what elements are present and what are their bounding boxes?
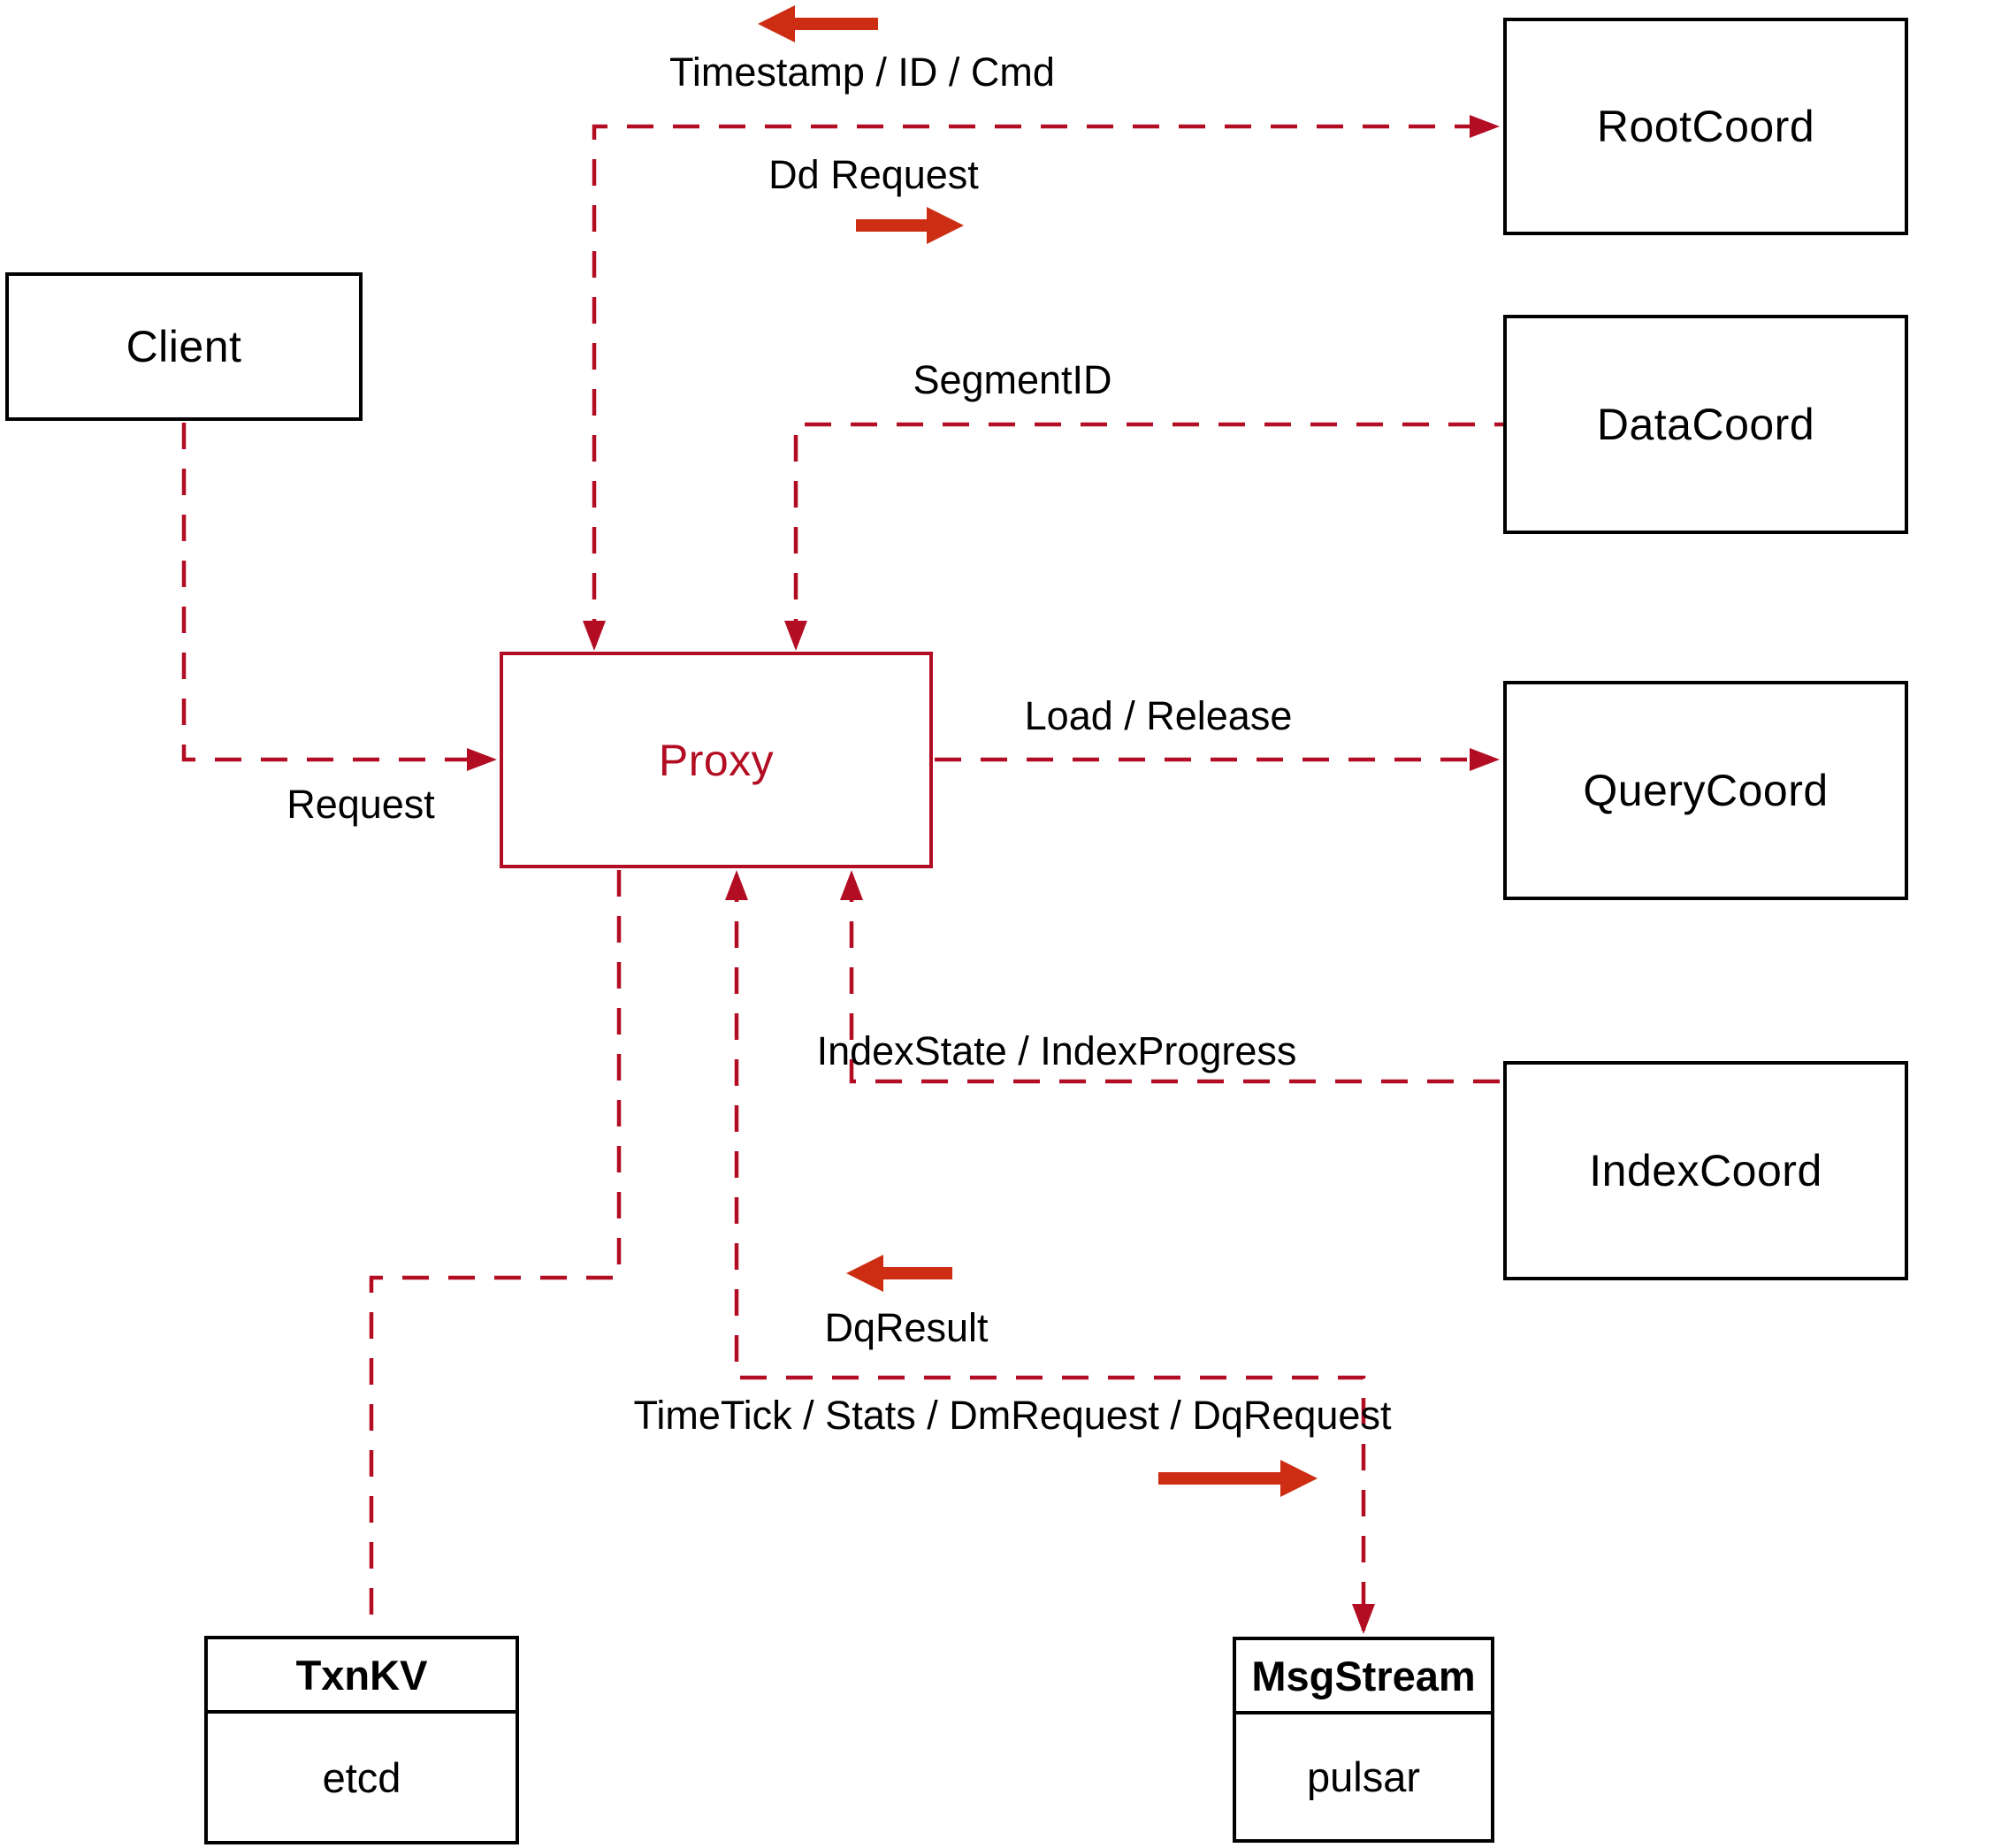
edge-label-dq-result: DqResult: [824, 1305, 989, 1350]
arrowhead-into-querycoord: [1470, 748, 1500, 771]
node-txnkv-subtitle: etcd: [322, 1753, 401, 1801]
node-msgstream-title: MsgStream: [1236, 1640, 1491, 1714]
dd-request-direction-arrow-icon: [856, 207, 964, 244]
dq-result-direction-arrow-icon: [846, 1255, 952, 1292]
edge-label-timestamp: Timestamp / ID / Cmd: [669, 50, 1055, 95]
arrowhead-into-proxy-bottom-mid: [725, 870, 748, 900]
edge-datacoord-proxy: [793, 422, 1503, 645]
edge-proxy-rootcoord: [592, 124, 1493, 645]
node-querycoord: QueryCoord: [1503, 681, 1908, 900]
node-msgstream: MsgStream pulsar: [1233, 1637, 1494, 1843]
node-querycoord-label: QueryCoord: [1583, 766, 1829, 815]
edge-label-index-state: IndexState / IndexProgress: [816, 1028, 1297, 1073]
arrowhead-into-proxy-left: [467, 748, 497, 771]
edge-proxy-txnkv: [369, 870, 622, 1634]
edge-label-dd-request: Dd Request: [768, 152, 979, 197]
edge-label-request: Request: [286, 782, 435, 827]
arrowhead-into-proxy-bottom-right: [840, 870, 863, 900]
arrowhead-into-rootcoord: [1470, 115, 1500, 138]
arrowhead-into-proxy-top-right: [784, 621, 807, 651]
node-client-label: Client: [126, 322, 242, 371]
edge-indexcoord-proxy: [849, 875, 1503, 1084]
node-msgstream-subtitle: pulsar: [1306, 1753, 1420, 1800]
node-txnkv-title: TxnKV: [208, 1639, 516, 1714]
node-proxy-label: Proxy: [658, 735, 775, 785]
node-datacoord-label: DataCoord: [1596, 400, 1815, 449]
timestamp-direction-arrow-icon: [758, 5, 878, 42]
edge-label-timetick: TimeTick / Stats / DmRequest / DqRequest: [633, 1393, 1392, 1438]
node-txnkv: TxnKV etcd: [204, 1636, 519, 1844]
node-datacoord: DataCoord: [1503, 315, 1908, 534]
node-proxy: Proxy: [500, 652, 933, 868]
timetick-direction-arrow-icon: [1158, 1460, 1318, 1497]
node-client: Client: [5, 272, 363, 421]
edge-label-segment-id: SegmentID: [913, 357, 1112, 402]
node-indexcoord-label: IndexCoord: [1589, 1146, 1822, 1195]
node-indexcoord: IndexCoord: [1503, 1061, 1908, 1280]
node-rootcoord: RootCoord: [1503, 18, 1908, 235]
arrowhead-into-proxy-top-left: [583, 621, 606, 651]
edge-client-proxy: [181, 423, 488, 762]
node-rootcoord-label: RootCoord: [1596, 102, 1815, 151]
edge-proxy-msgstream: [734, 875, 1366, 1630]
arrowhead-into-msgstream: [1352, 1604, 1375, 1634]
edge-label-load-release: Load / Release: [1024, 693, 1293, 738]
